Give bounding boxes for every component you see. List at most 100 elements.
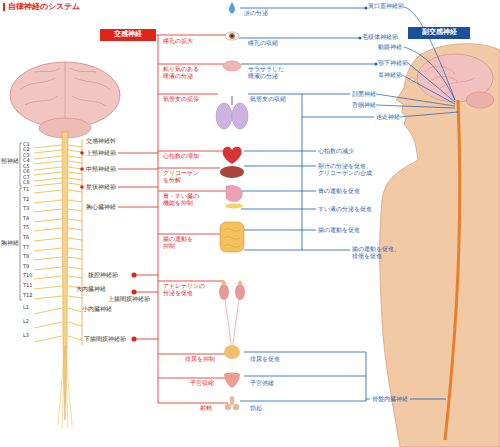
sympathetic-effect: アドレナリンの分泌を促進 [163,283,207,297]
sympathetic-effect: 心拍数の増加 [163,153,199,160]
sympathetic-wires-part [132,337,137,342]
segment-label: C8 [23,180,30,186]
parasympathetic-effect: 動眼神経 [378,44,402,51]
parasympathetic-effect: 勃起 [250,405,262,412]
nerve-label: 胸神経 [1,240,19,247]
organ-illustrations-part [226,185,242,201]
sympathetic-effect: 気管支の拡張 [163,96,199,103]
parasympathetic-box: 副交感神経 [408,27,470,39]
parasympathetic-effect: 耳神経節 [378,72,402,79]
organ-illustrations-part [223,147,242,164]
segment-label: T9 [23,264,29,270]
segment-label: C4 [23,158,30,164]
parasympathetic-effect: 迷走神経 [376,114,400,121]
segment-label: T4 [23,216,29,222]
nerve-label: 中頸神経節 [86,166,116,173]
parasympathetic-effect: 毛様体神経節 [362,34,398,41]
parasympathetic-effect: 心拍数の減少 [318,148,354,155]
segment-label: C6 [23,169,30,175]
organ-illustrations-part [232,103,248,129]
nerve-label: 腹腔神経節 [88,272,118,279]
organ-illustrations-part [224,229,240,247]
organ-illustrations-part [231,96,233,105]
body-figure-part [466,92,494,108]
organ-illustrations-part [223,61,241,71]
sympathetic-wires-part [80,185,84,189]
sympathetic-effect: 子宮収縮 [190,380,214,387]
organ-illustrations-part [229,33,235,39]
organ-illustrations-part [220,222,244,252]
parasympathetic-effect: 胃の運動を促進 [318,188,360,195]
brain-and-spinal-cord [10,62,120,428]
parasympathetic-effect: 舌咽神経 [352,102,376,109]
sympathetic-effect: 瞳孔の拡大 [163,38,193,45]
parasympathetic-effect: 排尿を促進 [250,356,280,363]
brain-and-spinal-cord-part [34,145,62,342]
parasympathetic-effect: 胆汁の分泌を促進、グリコーゲンの合成 [318,163,374,177]
sympathetic-wires-part [132,273,137,278]
segment-label: T11 [23,283,32,289]
diagram-title: 自律神経のシステム [8,2,80,12]
segment-label: T7 [23,245,29,251]
sympathetic-effect: 腸の運動を抑制 [163,236,195,250]
nerve-brackets [20,143,22,300]
parasympathetic-effect: 涙の分泌 [244,10,268,17]
organ-illustrations-part [230,396,234,405]
segment-label: T10 [23,273,32,279]
parasympathetic-effect: 腸の運動を促進 [318,227,360,234]
nerve-label: 交感神経幹 [86,138,116,145]
sympathetic-wires-part [80,151,84,155]
nerve-label: 頸神経 [1,158,19,165]
node-text: 交感神経 [114,31,142,38]
parasympathetic-wires-part [365,7,368,10]
organ-illustrations-part [220,166,244,178]
parasympathetic-effect: 腸の運動を促進、排便を促進 [352,246,402,260]
segment-label: L2 [23,319,29,325]
nerve-label: 大内臓神経 [76,286,106,293]
nerve-label: 下腸間膜神経節 [84,336,126,343]
brain-and-spinal-cord-part [58,345,72,428]
body-figure-part [445,100,460,440]
segment-label: C2 [23,147,30,153]
sympathetic-effect: グリコーゲンを分解 [163,170,201,184]
parasympathetic-wires [239,7,458,402]
parasympathetic-wires-part [359,37,362,40]
sympathetic-effect: 胃・すい臓の機能を抑制 [163,193,201,207]
segment-label: T12 [23,293,32,299]
brain-and-spinal-cord-part [62,132,68,420]
nerve-label: 小内臓神経 [82,306,112,313]
organ-illustrations [216,2,248,410]
parasympathetic-effect: すい液の分泌を促進 [318,206,372,213]
sympathetic-wires-part [80,167,84,171]
organ-illustrations-part [219,284,229,300]
sympathetic-wires [80,35,228,403]
parasympathetic-wires-part [239,8,446,401]
parasympathetic-effect: 翼口蓋神経節 [368,3,404,10]
organ-illustrations-part [225,32,239,40]
nerve-brackets-part [20,143,22,300]
parasympathetic-effect: 顎下神経節 [378,60,408,67]
parasympathetic-effect: サラサラした唾液の分泌 [248,66,286,80]
parasympathetic-effect: 子宮弛緩 [250,380,274,387]
brain-and-spinal-cord-part [20,62,110,126]
segment-label: T6 [23,235,29,241]
node-text: 副交感神経 [422,29,457,36]
segment-label: L1 [23,305,29,311]
organ-illustrations-part [229,2,235,14]
nerve-label: 上頸神経節 [86,150,116,157]
parasympathetic-wires-part [375,63,378,66]
nerve-label: 星状神経節 [86,184,116,191]
sympathetic-effect: 排尿を抑制 [185,356,215,363]
segment-label: T8 [23,254,29,260]
segment-label: T1 [23,187,29,193]
parasympathetic-effect: 骨盤内臓神経 [372,396,408,403]
sympathetic-wires-part [118,35,228,403]
segment-label: T5 [23,225,29,231]
parasympathetic-effect: 瞳孔の収縮 [248,40,278,47]
organ-illustrations-part [225,404,231,410]
organ-illustrations-part [221,280,243,284]
organ-illustrations-part [235,284,245,300]
nerve-label: 上腸間膜神経節 [108,296,150,303]
organ-illustrations-part [233,404,239,410]
